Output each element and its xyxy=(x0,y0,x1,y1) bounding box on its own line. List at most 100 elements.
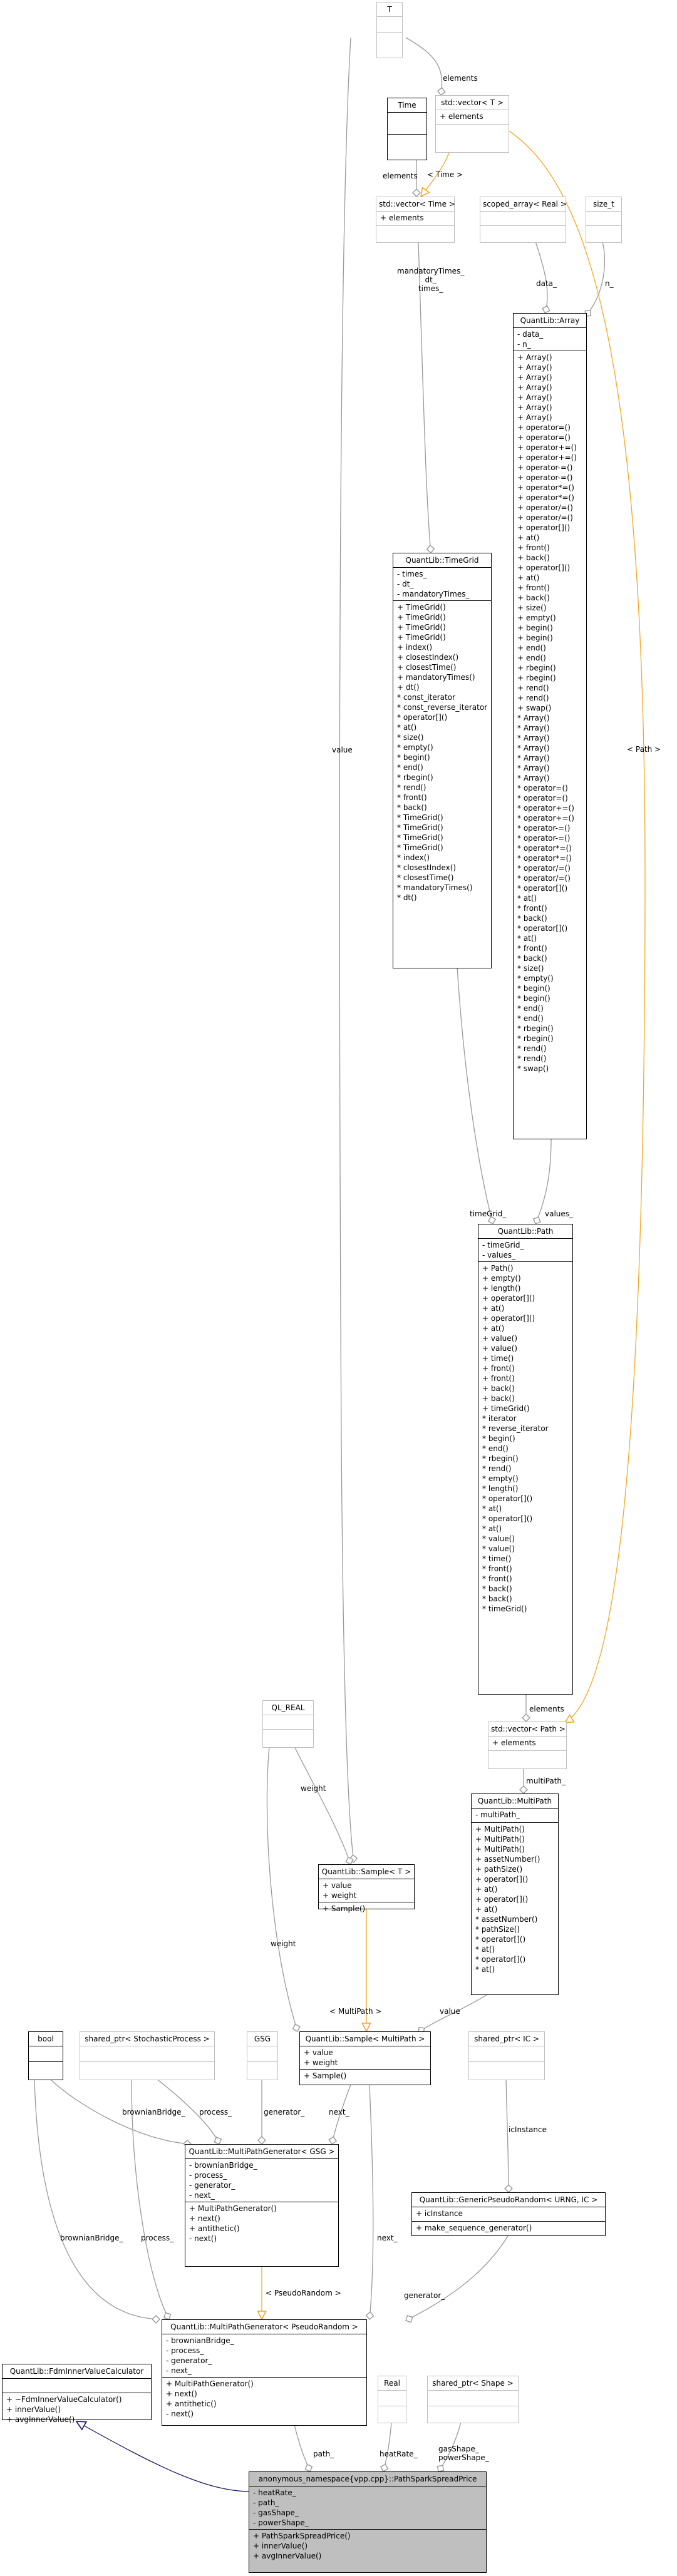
method: + end() xyxy=(517,644,546,652)
method: + rend() xyxy=(517,694,549,702)
edge-label-multipath-template: < MultiPath > xyxy=(329,2007,381,2016)
edge-label-brownian-bridge-pr: brownianBridge_ xyxy=(60,2234,123,2242)
edge-label-line: < MultiPath > xyxy=(329,2007,382,2016)
quantlib-array-node[interactable]: QuantLib::Array- data_- n_+ Array()+ Arr… xyxy=(513,313,587,1139)
node-methods xyxy=(247,2061,277,2076)
edge-label-line: elements xyxy=(383,172,418,180)
gsg-node[interactable]: GSG xyxy=(247,2031,278,2080)
template-param-t-node[interactable]: T xyxy=(376,2,403,58)
node-title: shared_ptr< StochasticProcess > xyxy=(85,2035,210,2043)
method: * pathSize() xyxy=(475,1925,520,1934)
attribute: - brownianBridge_ xyxy=(166,2336,234,2345)
method: + back() xyxy=(482,1384,515,1393)
method: + empty() xyxy=(517,613,556,622)
node-methods: + Path()+ empty()+ length()+ operator[](… xyxy=(478,1261,572,1615)
size-t-node[interactable]: size_t xyxy=(586,197,622,243)
attribute: - data_ xyxy=(517,330,544,339)
method: * at() xyxy=(482,1524,502,1533)
scoped-array-real-node[interactable]: scoped_array< Real > xyxy=(480,197,567,243)
method: + pathSize() xyxy=(475,1865,523,1874)
method: * iterator xyxy=(482,1414,517,1423)
node-attrs: + elements xyxy=(436,110,509,124)
node-attrs: + elements xyxy=(488,1736,566,1750)
edge-label-line: value xyxy=(440,2007,460,2016)
bool-node[interactable]: bool xyxy=(28,2031,63,2080)
edge-label-data: data_ xyxy=(536,279,557,288)
edge-label-time-template: < Time > xyxy=(427,170,463,179)
method: * begin() xyxy=(397,753,430,762)
method: + back() xyxy=(517,553,550,562)
quantlib-multipath-node[interactable]: QuantLib::MultiPath- multiPath_+ MultiPa… xyxy=(471,1793,559,1995)
quantlib-timegrid-node[interactable]: QuantLib::TimeGrid- times_- dt_- mandato… xyxy=(393,553,492,968)
method: + MultiPath() xyxy=(475,1845,525,1854)
method: * back() xyxy=(482,1584,512,1593)
shared-ptr-stochastic-process-node[interactable]: shared_ptr< StochasticProcess > xyxy=(80,2031,215,2080)
std-vector-time-node[interactable]: std::vector< Time > + elements xyxy=(376,197,455,243)
node-methods: + MultiPathGenerator()+ next()+ antithet… xyxy=(162,2377,366,2420)
edge-label-next-pr: next_ xyxy=(377,2234,398,2242)
method: * front() xyxy=(397,793,427,802)
node-title: shared_ptr< Shape > xyxy=(432,2379,514,2388)
method: + operator=() xyxy=(517,423,571,432)
method: * operator-=() xyxy=(517,834,571,843)
std-vector-path-node[interactable]: std::vector< Path > + elements xyxy=(488,1722,567,1769)
method: + TimeGrid() xyxy=(397,613,446,622)
method: * rbegin() xyxy=(517,1024,554,1033)
quantlib-fdminnervaluecalculator-node[interactable]: QuantLib::FdmInnerValueCalculator+ ~FdmI… xyxy=(2,2364,152,2424)
quantlib-path-node[interactable]: QuantLib::Path- timeGrid_- values_+ Path… xyxy=(478,1224,573,1695)
method: * end() xyxy=(482,1444,509,1453)
shared-ptr-shape-node[interactable]: shared_ptr< Shape > xyxy=(427,2376,519,2423)
method: + closestIndex() xyxy=(397,653,459,662)
edge-label-weight-t: weight xyxy=(301,1784,326,1793)
quantlib-genericpseudorandom-node[interactable]: QuantLib::GenericPseudoRandom< URNG, IC … xyxy=(411,2192,606,2236)
method: * rbegin() xyxy=(397,773,433,782)
method: * const_reverse_iterator xyxy=(397,703,488,712)
method: + operator*=() xyxy=(517,483,574,492)
attribute: + weight xyxy=(304,2058,338,2067)
method: * empty() xyxy=(397,743,433,752)
node-methods xyxy=(376,225,454,240)
shared-ptr-ic-node[interactable]: shared_ptr< IC > xyxy=(468,2031,545,2080)
method: + ~FdmInnerValueCalculator() xyxy=(6,2395,122,2404)
node-title: shared_ptr< IC > xyxy=(474,2035,539,2043)
node-attrs: - data_- n_ xyxy=(514,327,586,351)
node-title: size_t xyxy=(593,200,614,208)
method: + TimeGrid() xyxy=(397,623,446,632)
quantlib-sample-t-node[interactable]: QuantLib::Sample< T >+ value+ weight+ Sa… xyxy=(318,1864,415,1913)
method: * size() xyxy=(397,733,424,742)
method: * TimeGrid() xyxy=(397,823,443,832)
time-node[interactable]: Time xyxy=(387,98,427,160)
node-methods xyxy=(29,2061,63,2076)
method: + antithetic() xyxy=(189,2224,240,2233)
real-node[interactable]: Real xyxy=(378,2376,406,2423)
ql-real-node[interactable]: QL_REAL xyxy=(262,1700,314,1748)
edge-label-value-t: value xyxy=(332,746,353,754)
node-title: QuantLib::Sample< T > xyxy=(321,1867,411,1876)
node-title: QL_REAL xyxy=(271,1703,305,1712)
path-spark-spread-price-node[interactable]: anonymous_namespace{vpp.cpp}::PathSparkS… xyxy=(249,2471,487,2573)
edge-label-line: generator_ xyxy=(404,2291,445,2300)
quantlib-multipathgenerator-pseudorandom-node[interactable]: QuantLib::MultiPathGenerator< PseudoRand… xyxy=(162,2319,367,2426)
std-vector-t-node[interactable]: std::vector< T > + elements xyxy=(435,95,509,153)
method: + TimeGrid() xyxy=(397,633,446,642)
node-attrs: - timeGrid_- values_ xyxy=(478,1238,572,1261)
method: * Array() xyxy=(517,744,550,752)
method: + operator-=() xyxy=(517,463,573,472)
method: + rend() xyxy=(517,684,549,692)
edge-value-t xyxy=(339,37,358,1864)
method: * at() xyxy=(475,1965,495,1974)
attribute: - times_ xyxy=(397,570,427,578)
method: * operator[]() xyxy=(482,1514,533,1523)
method: + Sample() xyxy=(323,1904,366,1913)
method: + operator=() xyxy=(517,433,571,442)
quantlib-multipathgenerator-gsg-node[interactable]: QuantLib::MultiPathGenerator< GSG >- bro… xyxy=(185,2144,339,2267)
attribute: - next_ xyxy=(189,2191,215,2200)
quantlib-sample-multipath-node[interactable]: QuantLib::Sample< MultiPath >+ value+ we… xyxy=(299,2031,431,2085)
node-attrs: + elements xyxy=(376,211,454,225)
method: + operator-=() xyxy=(517,473,573,482)
edge-label-elements-path: elements xyxy=(529,1705,564,1713)
node-title: QuantLib::FdmInnerValueCalculator xyxy=(9,2367,144,2376)
method: * time() xyxy=(482,1554,512,1563)
method: * operator[]() xyxy=(397,713,448,722)
